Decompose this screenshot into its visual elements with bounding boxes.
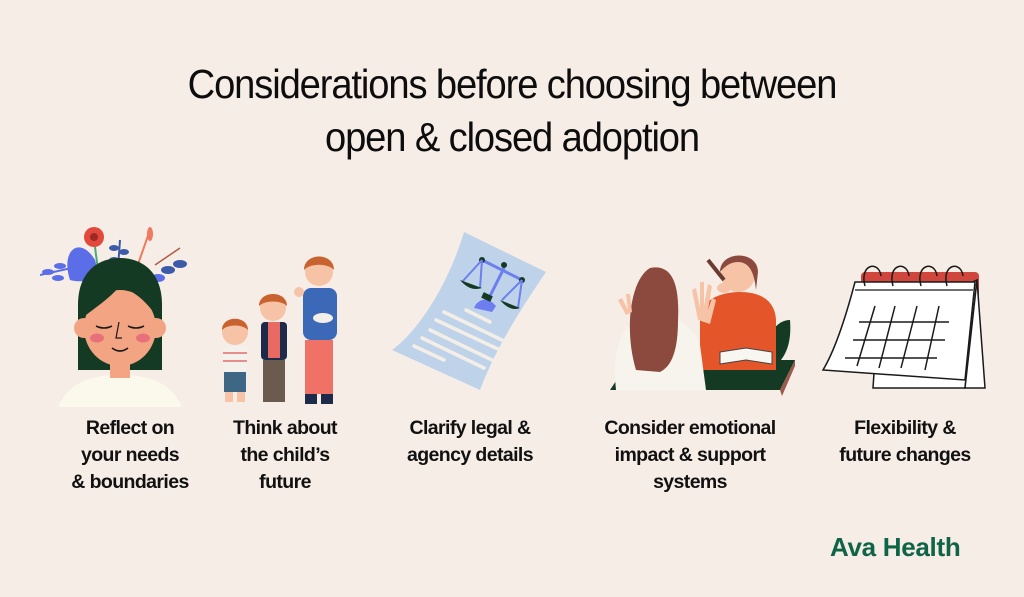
consideration-reflect-needs: Reflect on your needs & boundaries — [40, 220, 220, 500]
calendar-icon — [821, 265, 986, 389]
brand-logo: Ava Health — [830, 532, 961, 562]
caption-flexibility: Flexibility & future changes — [839, 417, 971, 466]
consideration-child-future: Think about the child’s future — [195, 220, 375, 500]
caption-emotional-impact: Consider emotional impact & support syst… — [604, 417, 776, 493]
caption-child-future: Think about the child’s future — [233, 417, 337, 493]
title-line-2: open & closed adoption — [324, 114, 700, 160]
consideration-legal-details: Clarify legal & agency details — [380, 220, 560, 500]
consideration-flexibility: Flexibility & future changes — [815, 220, 995, 500]
counseling-conversation-icon — [610, 255, 795, 396]
consideration-emotional-impact: Consider emotional impact & support syst… — [600, 220, 795, 500]
title-line-1: Considerations before choosing between — [187, 61, 838, 107]
three-children-growing-icon — [222, 256, 337, 404]
caption-legal-details: Clarify legal & agency details — [407, 417, 534, 466]
page-title: Considerations before choosing between o… — [36, 58, 988, 164]
woman-meditating-flowers-icon — [40, 227, 187, 407]
legal-document-scales-icon — [392, 232, 546, 390]
caption-reflect-needs: Reflect on your needs & boundaries — [71, 417, 189, 493]
